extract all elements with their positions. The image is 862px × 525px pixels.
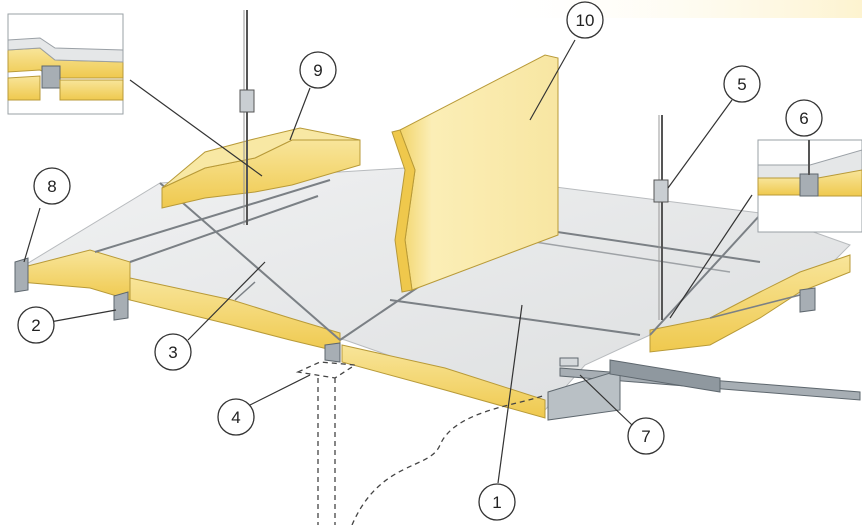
foam-edge-front [341,344,546,419]
profile-2 [113,291,129,321]
callout-4-label: 4 [231,408,240,427]
panel-stack-9 [161,127,361,209]
callout-10-label: 10 [576,11,595,30]
callout-3-label: 3 [168,343,177,362]
leader-7 [579,374,633,426]
callout-1: 1 [478,483,516,521]
callout-6: 6 [785,99,823,137]
inset-right [757,139,862,233]
leader-8 [23,207,41,263]
leader-9 [289,87,311,141]
callout-2: 2 [17,306,55,344]
callout-9: 9 [299,51,337,89]
leader-3 [187,261,266,341]
callout-6-label: 6 [799,109,808,128]
foam-edge-right [649,254,851,353]
main-runner-front [547,369,621,421]
callout-5-label: 5 [737,75,746,94]
ceiling-panels [18,167,851,419]
projection-lines [295,361,546,525]
seam [159,182,341,341]
seam [709,294,801,319]
wall-panel-10 [391,54,559,293]
hangers [239,10,669,320]
seam [649,214,761,336]
leader-10 [529,39,576,121]
clip-7 [559,357,579,367]
callout-9-label: 9 [313,61,322,80]
seam [129,195,319,263]
callouts: 1 2 3 4 5 6 7 8 [17,1,823,521]
callout-3: 3 [154,333,192,371]
profile-4 [324,342,341,363]
inset-top-left [7,13,124,115]
support-profiles [14,257,861,421]
hanger-clip-left [239,89,255,113]
leader-5 [667,99,733,189]
seam [389,299,641,336]
dashed-box [295,361,357,379]
callout-10: 10 [566,1,604,39]
top-band [480,0,862,18]
profile-8 [14,257,29,293]
callout-7-label: 7 [641,427,650,446]
wall-edge [391,129,416,293]
leader-lines [23,39,753,484]
cross-runner [609,359,721,393]
callout-2-label: 2 [31,316,40,335]
leader-2 [49,309,117,323]
callout-1-label: 1 [492,493,501,512]
leader-1 [497,304,523,484]
seam [234,281,256,301]
dashed-curve [351,394,546,525]
callout-8-label: 8 [47,177,56,196]
leader-inset-left [129,79,263,177]
stack-top [161,127,361,189]
seam [94,179,331,253]
leader-inset-right [669,194,753,319]
profile-right [799,287,816,313]
callout-4: 4 [217,398,255,436]
leader-4 [249,374,311,406]
callout-7: 7 [627,417,665,455]
hanger-clip-5 [653,179,669,203]
callout-5: 5 [723,65,761,103]
callout-8: 8 [33,167,71,205]
